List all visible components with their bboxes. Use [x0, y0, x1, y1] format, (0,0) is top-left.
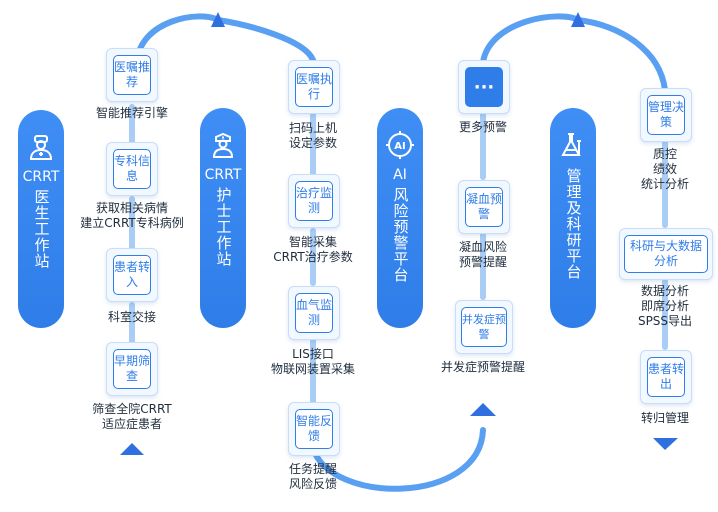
connector: [310, 112, 316, 176]
node-caption: LIS接口 物联网装置采集: [270, 347, 355, 376]
triangle-up-icon: [211, 12, 225, 27]
node-caption: 数据分析 即席分析 SPSS导出: [637, 284, 693, 328]
node-complication-alert[interactable]: 并发症预警: [455, 300, 513, 354]
connector: [129, 104, 135, 144]
track-curve-1: [134, 13, 316, 65]
pill-title: CRRT: [22, 169, 60, 185]
node-label: 早期筛查: [113, 349, 151, 389]
node-order-execute[interactable]: 医嘱执行: [288, 60, 340, 114]
connector: [129, 196, 135, 250]
track-curve-3: [480, 13, 668, 93]
node-treatment-monitor[interactable]: 治疗监测: [288, 174, 340, 228]
node-caption: 并发症预警提醒: [440, 360, 525, 374]
node-specialty-info[interactable]: 专科信息: [106, 142, 158, 196]
management-research-pill[interactable]: 管理及科研平台: [550, 108, 596, 328]
node-early-screening[interactable]: 早期筛查: [106, 342, 158, 396]
pill-subtitle: 风险预警平台: [391, 187, 410, 283]
node-management-decision[interactable]: 管理决策: [640, 88, 692, 142]
node-coagulation-alert[interactable]: 凝血预警: [458, 180, 510, 234]
svg-text:AI: AI: [394, 141, 405, 152]
flask-icon: [558, 130, 588, 160]
nurse-icon: [208, 130, 238, 160]
more-icon: ···: [465, 67, 503, 107]
connector: [310, 228, 316, 286]
node-label: 医嘱执行: [295, 67, 333, 107]
connector: [662, 278, 668, 350]
pill-title: CRRT: [204, 167, 242, 183]
triangle-up-icon: [120, 443, 144, 455]
node-label: 科研与大数据分析: [624, 235, 708, 273]
node-label: 并发症预警: [461, 307, 507, 347]
node-patient-transfer-in[interactable]: 患者转入: [106, 248, 158, 302]
doctor-station-pill[interactable]: CRRT 医生工作站: [18, 110, 64, 328]
node-label: 治疗监测: [295, 181, 333, 221]
connector: [662, 140, 668, 228]
node-caption: 更多预警: [458, 120, 507, 134]
node-caption: 获取相关病情 建立CRRT专科病例: [80, 201, 184, 230]
track-curve-2: [310, 427, 486, 492]
connector: [129, 302, 135, 344]
pill-subtitle: 医生工作站: [32, 189, 51, 269]
node-research-big-data[interactable]: 科研与大数据分析: [619, 228, 713, 280]
node-caption: 科室交接: [107, 310, 156, 324]
nurse-station-pill[interactable]: CRRT 护士工作站: [200, 108, 246, 328]
doctor-icon: [26, 132, 56, 162]
connector: [480, 112, 486, 180]
node-smart-feedback[interactable]: 智能反馈: [288, 402, 340, 456]
node-patient-transfer-out[interactable]: 患者转出: [640, 350, 692, 404]
node-caption: 智能推荐引擎: [95, 106, 168, 120]
ai-risk-platform-pill[interactable]: AI AI 风险预警平台: [377, 108, 423, 328]
connector: [310, 338, 316, 404]
connector: [480, 232, 486, 300]
node-caption: 质控 绩效 统计分析: [640, 147, 689, 191]
node-order-recommend[interactable]: 医嘱推荐: [106, 48, 158, 102]
node-label: 凝血预警: [465, 187, 503, 227]
node-label: 医嘱推荐: [113, 55, 151, 95]
pill-subtitle: 管理及科研平台: [564, 168, 583, 280]
pill-title: AI: [393, 167, 407, 183]
node-label: 智能反馈: [295, 409, 333, 449]
pill-subtitle: 护士工作站: [214, 187, 233, 267]
node-caption: 筛查全院CRRT 适应症患者: [92, 402, 172, 431]
node-label: 专科信息: [113, 149, 151, 189]
node-label: 患者转入: [113, 255, 151, 295]
node-caption: 智能采集 CRRT治疗参数: [273, 235, 353, 264]
triangle-up-icon: [470, 403, 496, 416]
node-label: 血气监测: [295, 293, 333, 333]
node-caption: 凝血风险 预警提醒: [458, 240, 507, 269]
ai-icon: AI: [385, 130, 415, 160]
node-label: 管理决策: [647, 95, 685, 135]
triangle-up-icon: [571, 12, 585, 27]
node-blood-gas-monitor[interactable]: 血气监测: [288, 286, 340, 340]
node-caption: 扫码上机 设定参数: [288, 121, 337, 150]
node-label: 患者转出: [647, 357, 685, 397]
node-caption: 任务提醒 风险反馈: [288, 462, 337, 491]
node-caption: 转归管理: [640, 411, 689, 425]
triangle-down-icon: [653, 438, 678, 450]
node-more-alerts[interactable]: ···: [458, 60, 510, 114]
